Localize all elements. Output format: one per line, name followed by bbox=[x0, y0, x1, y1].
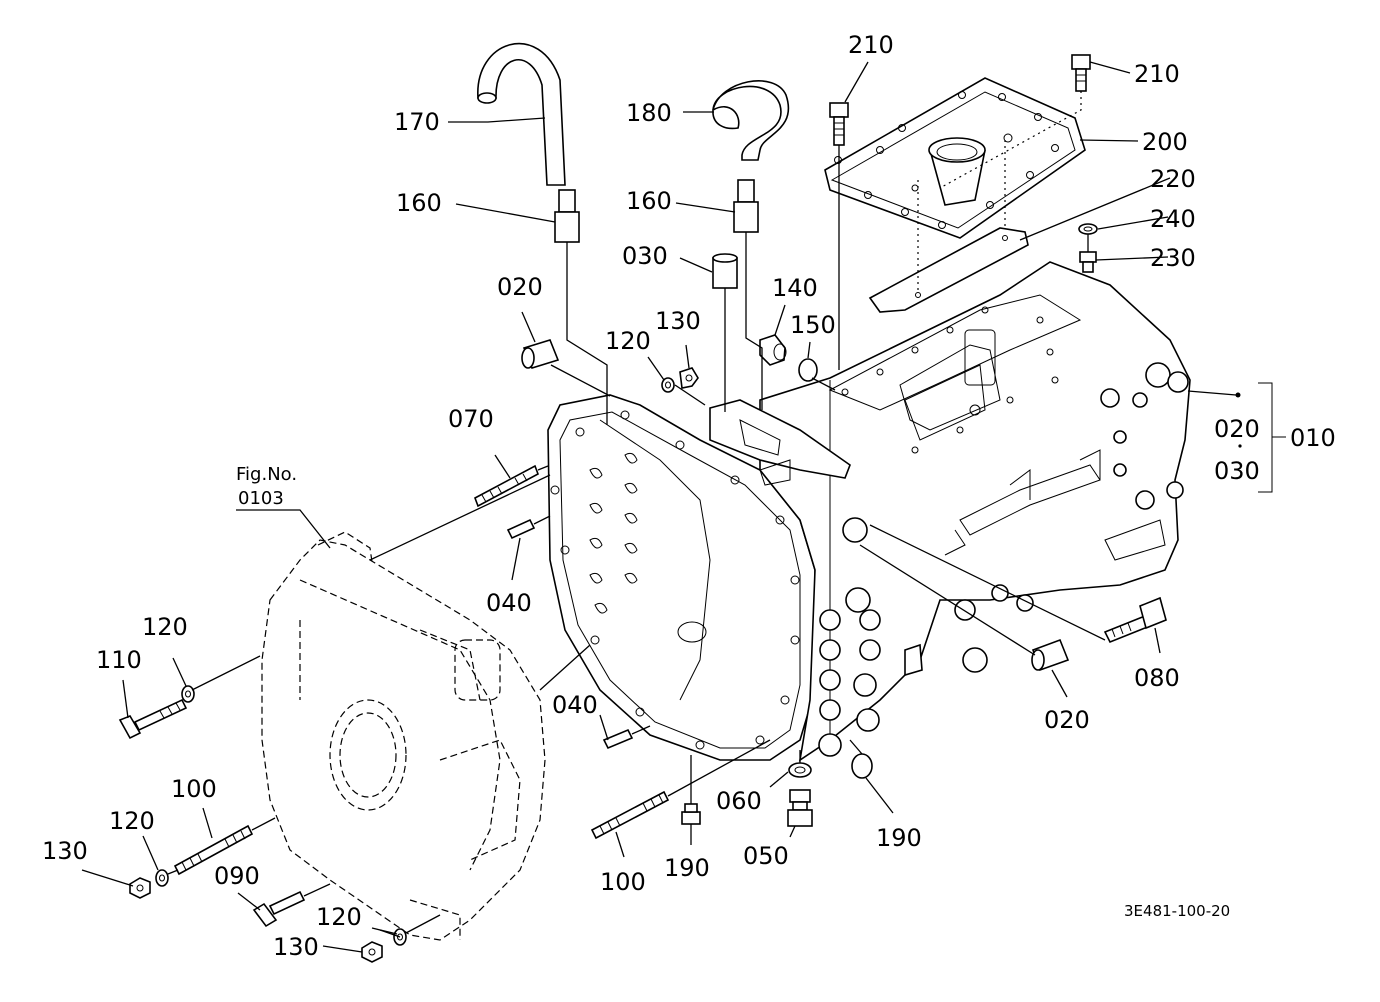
callout-020-top: 020 bbox=[497, 273, 543, 301]
callout-050: 050 bbox=[743, 842, 789, 870]
callout-labels: 170 180 160 160 030 020 120 130 140 150 … bbox=[42, 31, 1336, 961]
callout-080: 080 bbox=[1134, 664, 1180, 692]
figure-ref-label: Fig.No. bbox=[236, 464, 297, 485]
plug-230 bbox=[1079, 251, 1097, 273]
drawing-code: 3E481-100-20 bbox=[1124, 902, 1230, 920]
top-cover bbox=[824, 77, 1086, 239]
callout-060: 060 bbox=[716, 787, 762, 815]
stud-100-left bbox=[173, 824, 254, 876]
washer-120-top bbox=[661, 377, 675, 393]
nut-130-lower-left bbox=[129, 877, 151, 899]
callout-010: 010 bbox=[1290, 424, 1336, 452]
callout-120-lower-left: 120 bbox=[109, 807, 155, 835]
bolt-080 bbox=[1103, 596, 1167, 644]
callout-210-left: 210 bbox=[848, 31, 894, 59]
plug-190-right bbox=[851, 753, 873, 779]
callout-020-assembly: 020 bbox=[1214, 415, 1260, 443]
flywheel-housing-outline bbox=[261, 531, 546, 941]
washer-240 bbox=[1078, 223, 1098, 235]
callout-160-right: 160 bbox=[626, 187, 672, 215]
callout-070: 070 bbox=[448, 405, 494, 433]
callout-130-lower-left: 130 bbox=[42, 837, 88, 865]
washer-120-left bbox=[181, 685, 195, 703]
callout-190-left: 190 bbox=[664, 854, 710, 882]
callout-150: 150 bbox=[790, 311, 836, 339]
pin-040-upper bbox=[506, 518, 536, 540]
assembly-bracket-010 bbox=[1235, 382, 1286, 493]
callout-040-upper: 040 bbox=[486, 589, 532, 617]
callout-160-left: 160 bbox=[396, 189, 442, 217]
plug-190-left bbox=[681, 803, 701, 825]
o-ring-150 bbox=[798, 358, 818, 382]
gasket-strip bbox=[868, 227, 1029, 313]
bolt-210-right bbox=[1071, 54, 1091, 92]
callout-120-bottom: 120 bbox=[316, 903, 362, 931]
stud-100-center bbox=[590, 790, 670, 840]
callout-140: 140 bbox=[772, 274, 818, 302]
transmission-case bbox=[709, 261, 1191, 762]
nut-130-top bbox=[679, 367, 699, 389]
bolt-090 bbox=[252, 890, 306, 928]
leader-lines bbox=[81, 61, 1237, 953]
pipe-160-left bbox=[554, 189, 580, 243]
callout-220: 220 bbox=[1150, 165, 1196, 193]
callout-020-bottom: 020 bbox=[1044, 706, 1090, 734]
washer-120-lower-left bbox=[155, 869, 169, 887]
callout-090: 090 bbox=[214, 862, 260, 890]
callout-200: 200 bbox=[1142, 128, 1188, 156]
bushing-020-bottom bbox=[1031, 638, 1070, 672]
callout-230: 230 bbox=[1150, 244, 1196, 272]
callout-210-right: 210 bbox=[1134, 60, 1180, 88]
callout-040-lower: 040 bbox=[552, 691, 598, 719]
callout-120-left: 120 bbox=[142, 613, 188, 641]
callout-170: 170 bbox=[394, 108, 440, 136]
bolt-110 bbox=[118, 698, 188, 740]
breather-hose-180 bbox=[712, 80, 790, 161]
breather-hose-170 bbox=[477, 42, 566, 186]
callout-030-assembly: 030 bbox=[1214, 457, 1260, 485]
pin-040-lower bbox=[602, 728, 634, 750]
drain-plug-050 bbox=[787, 789, 813, 827]
callout-130-top: 130 bbox=[655, 307, 701, 335]
callout-100-left: 100 bbox=[171, 775, 217, 803]
callout-130-bottom: 130 bbox=[273, 933, 319, 961]
figure-ref-number: 0103 bbox=[238, 488, 284, 509]
pipe-160-right bbox=[733, 179, 759, 233]
callout-180: 180 bbox=[626, 99, 672, 127]
callout-100-center: 100 bbox=[600, 868, 646, 896]
callout-110: 110 bbox=[96, 646, 142, 674]
callout-030-top: 030 bbox=[622, 242, 668, 270]
callout-120-top: 120 bbox=[605, 327, 651, 355]
bushing-020-top bbox=[521, 339, 560, 369]
bolt-210-left bbox=[829, 102, 849, 146]
washer-060 bbox=[788, 762, 812, 778]
plug-140 bbox=[759, 334, 787, 366]
nut-130-bottom bbox=[361, 941, 383, 963]
bushing-030-top bbox=[712, 253, 738, 289]
callout-190-right: 190 bbox=[876, 824, 922, 852]
stud-070 bbox=[474, 464, 539, 508]
callout-240: 240 bbox=[1150, 205, 1196, 233]
